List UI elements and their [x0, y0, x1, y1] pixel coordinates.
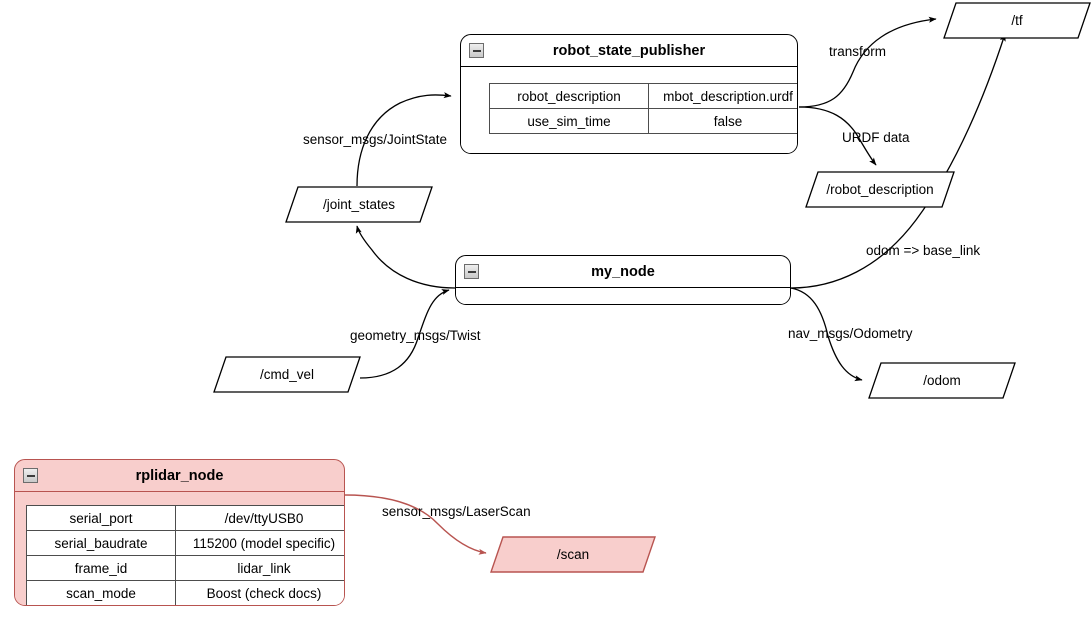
edge-label-odometry: nav_msgs/Odometry [788, 326, 913, 341]
minus-box-icon[interactable] [469, 43, 484, 58]
table-row: serial_port /dev/ttyUSB0 [26, 505, 344, 531]
node-header-robot-state-publisher: robot_state_publisher [461, 35, 797, 67]
param-key: frame_id [26, 555, 176, 581]
table-row: serial_baudrate 115200 (model specific) [26, 530, 344, 556]
param-key: scan_mode [26, 580, 176, 605]
node-title: robot_state_publisher [552, 43, 706, 59]
table-row: frame_id lidar_link [26, 555, 344, 581]
param-value: 115200 (model specific) [175, 530, 344, 556]
parallelogram-shape [490, 536, 656, 573]
edge-my-node-to-joint-states [355, 225, 456, 289]
topic-joint-states[interactable]: /joint_states [285, 186, 433, 223]
node-body-robot-state-publisher: robot_description mbot_description.urdf … [461, 67, 797, 153]
edge-rsp-to-tf [798, 16, 937, 108]
node-title: my_node [591, 264, 655, 280]
minus-box-icon[interactable] [23, 468, 38, 483]
topic-robot-description[interactable]: /robot_description [805, 171, 955, 208]
table-row: robot_description mbot_description.urdf [489, 83, 797, 109]
edge-label-odom-base-link: odom => base_link [866, 243, 981, 258]
node-title: rplidar_node [135, 468, 224, 484]
topic-label: /tf [1011, 13, 1023, 28]
table-row: use_sim_time false [489, 108, 797, 134]
edge-label-laserscan: sensor_msgs/LaserScan [382, 504, 531, 519]
node-rplidar-node[interactable]: rplidar_node serial_port /dev/ttyUSB0 se… [14, 459, 345, 606]
param-key: use_sim_time [489, 108, 649, 134]
parallelogram-shape [943, 2, 1091, 39]
topic-tf[interactable]: /tf [943, 2, 1091, 39]
parallelogram-shape [868, 362, 1016, 399]
parallelogram-shape [805, 171, 955, 208]
param-value: false [648, 108, 797, 134]
node-my-node[interactable]: my_node [455, 255, 791, 305]
topic-cmd-vel[interactable]: /cmd_vel [213, 356, 361, 393]
param-table-robot-state-publisher: robot_description mbot_description.urdf … [489, 83, 797, 134]
topic-label: /scan [556, 547, 590, 562]
edge-label-urdf-data: URDF data [842, 130, 910, 145]
node-robot-state-publisher[interactable]: robot_state_publisher robot_description … [460, 34, 798, 154]
node-body-my-node [456, 288, 790, 304]
parallelogram-shape [213, 356, 361, 393]
topic-odom[interactable]: /odom [868, 362, 1016, 399]
param-value: lidar_link [175, 555, 344, 581]
node-body-rplidar-node: serial_port /dev/ttyUSB0 serial_baudrate… [15, 492, 344, 605]
topic-label: /odom [923, 373, 961, 388]
param-table-rplidar-node: serial_port /dev/ttyUSB0 serial_baudrate… [26, 505, 344, 605]
topic-label: /joint_states [322, 197, 396, 212]
param-value: Boost (check docs) [175, 580, 344, 605]
param-key: serial_port [26, 505, 176, 531]
minus-box-icon[interactable] [464, 264, 479, 279]
topic-label: /robot_description [826, 182, 934, 197]
param-key: serial_baudrate [26, 530, 176, 556]
param-key: robot_description [489, 83, 649, 109]
param-value: /dev/ttyUSB0 [175, 505, 344, 531]
param-value: mbot_description.urdf [648, 83, 797, 109]
topic-scan[interactable]: /scan [490, 536, 656, 573]
node-header-rplidar-node: rplidar_node [15, 460, 344, 492]
node-header-my-node: my_node [456, 256, 790, 288]
edge-label-joint-state: sensor_msgs/JointState [303, 132, 448, 147]
parallelogram-shape [285, 186, 433, 223]
table-row: scan_mode Boost (check docs) [26, 580, 344, 605]
topic-label: /cmd_vel [259, 367, 315, 382]
edge-label-transform: transform [829, 44, 887, 59]
edge-label-twist: geometry_msgs/Twist [350, 328, 481, 343]
